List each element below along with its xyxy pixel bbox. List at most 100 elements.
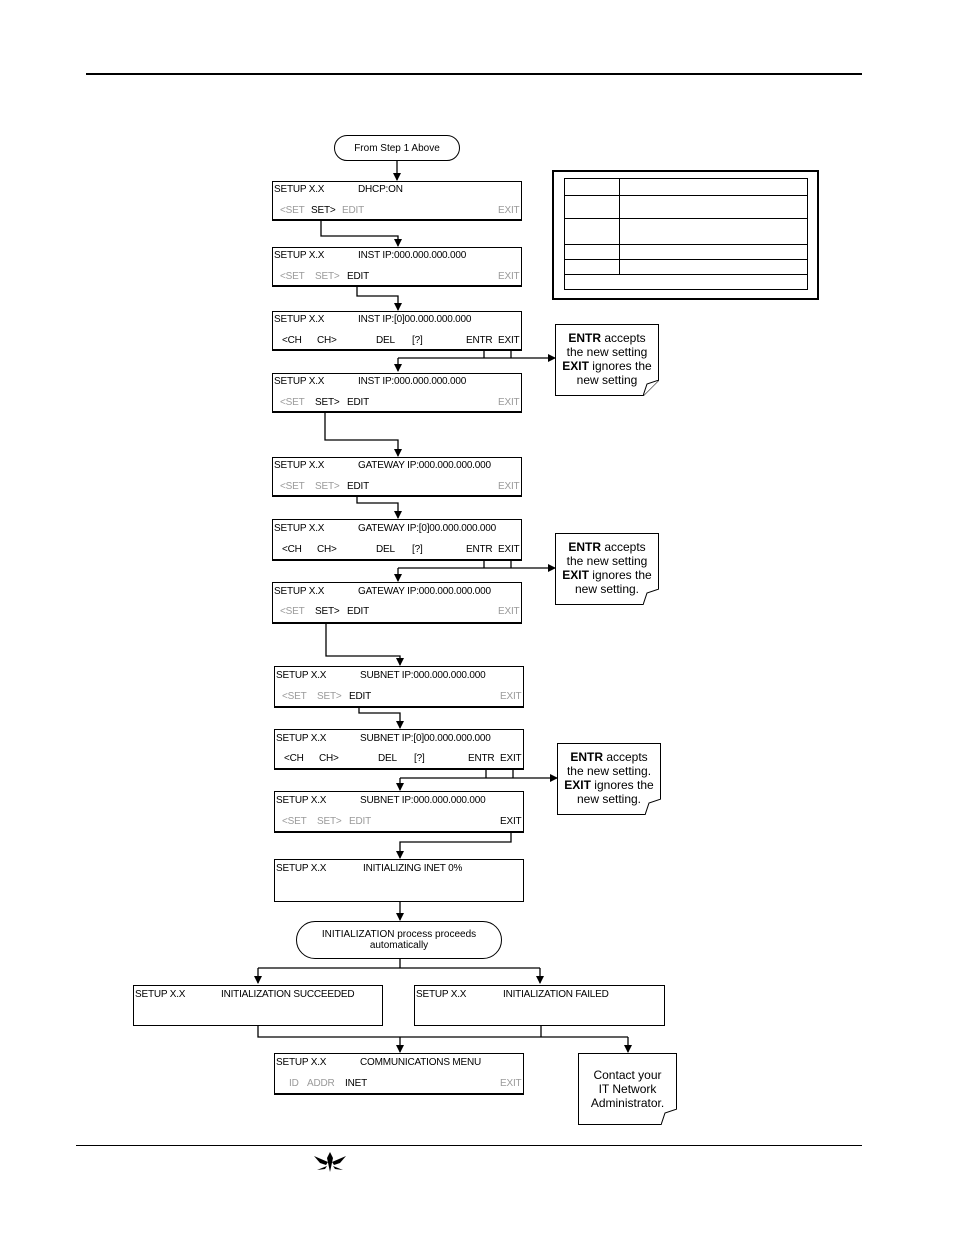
- screen-mode: SETUP X.X: [276, 795, 327, 806]
- key-entr[interactable]: ENTR: [468, 753, 495, 764]
- key-edit[interactable]: EDIT: [347, 606, 369, 617]
- key-set-next[interactable]: SET>: [317, 816, 342, 827]
- key-edit[interactable]: EDIT: [349, 691, 371, 702]
- note-text: new setting.: [574, 582, 640, 596]
- key-entr[interactable]: ENTR: [466, 544, 493, 555]
- process-terminal: INITIALIZATION process proceeds automati…: [296, 921, 502, 959]
- legend-row: [565, 179, 807, 196]
- key-id[interactable]: ID: [289, 1078, 299, 1089]
- key-exit[interactable]: EXIT: [498, 481, 520, 492]
- key-char-select[interactable]: [?]: [412, 335, 423, 346]
- key-legend-table: [564, 178, 808, 290]
- page-fold-icon: [645, 799, 661, 815]
- key-set-next[interactable]: SET>: [315, 481, 340, 492]
- key-inet[interactable]: INET: [345, 1078, 367, 1089]
- key-ch-next[interactable]: CH>: [319, 753, 339, 764]
- key-exit[interactable]: EXIT: [498, 335, 520, 346]
- key-set-prev[interactable]: <SET: [280, 397, 305, 408]
- key-exit[interactable]: EXIT: [500, 816, 522, 827]
- key-char-select[interactable]: [?]: [412, 544, 423, 555]
- key-set-prev[interactable]: <SET: [280, 481, 305, 492]
- screen-message: INITIALIZATION SUCCEEDED: [221, 989, 355, 1000]
- key-del[interactable]: DEL: [378, 753, 397, 764]
- key-edit[interactable]: EDIT: [347, 397, 369, 408]
- note-text: new setting: [576, 373, 638, 387]
- note-key-entr: ENTR: [570, 750, 603, 764]
- key-del[interactable]: DEL: [376, 544, 395, 555]
- note-text: ignores the: [588, 359, 652, 373]
- screen-mode: SETUP X.X: [274, 184, 325, 195]
- note-text: new setting.: [576, 792, 642, 806]
- screen-init-failed: SETUP X.X INITIALIZATION FAILED: [414, 985, 665, 1026]
- screen-mode: SETUP X.X: [274, 250, 325, 261]
- key-ch-next[interactable]: CH>: [317, 544, 337, 555]
- key-exit[interactable]: EXIT: [500, 691, 522, 702]
- note-entr-exit-inst: ENTR accepts the new setting EXIT ignore…: [555, 324, 659, 396]
- legend-row: [565, 245, 807, 260]
- note-contact-admin: Contact your IT Network Administrator.: [578, 1053, 677, 1125]
- process-label-line1: INITIALIZATION process proceeds: [321, 929, 477, 940]
- screen-mode: SETUP X.X: [276, 1057, 327, 1068]
- screen-mode: SETUP X.X: [274, 314, 325, 325]
- key-edit[interactable]: EDIT: [347, 271, 369, 282]
- key-set-prev[interactable]: <SET: [282, 691, 307, 702]
- note-text: ignores the: [588, 568, 652, 582]
- key-exit[interactable]: EXIT: [498, 271, 520, 282]
- key-char-select[interactable]: [?]: [414, 753, 425, 764]
- screen-inst-ip: SETUP X.X INST IP:000.000.000.000 <SET S…: [272, 247, 522, 287]
- screen-subnet-ip-saved: SETUP X.X SUBNET IP:000.000.000.000 <SET…: [274, 791, 524, 833]
- screen-subnet-ip: SETUP X.X SUBNET IP:000.000.000.000 <SET…: [274, 666, 524, 708]
- page-fold-icon: [643, 380, 659, 396]
- key-ch-next[interactable]: CH>: [317, 335, 337, 346]
- note-key-entr: ENTR: [568, 331, 601, 345]
- screen-inst-ip-edit: SETUP X.X INST IP:[0]00.000.000.000 <CH …: [272, 311, 522, 351]
- note-text: accepts: [602, 750, 648, 764]
- key-set-next[interactable]: SET>: [311, 205, 336, 216]
- note-text: accepts: [600, 331, 646, 345]
- note-key-exit: EXIT: [562, 359, 589, 373]
- key-exit[interactable]: EXIT: [500, 1078, 522, 1089]
- screen-message: GATEWAY IP:000.000.000.000: [358, 460, 491, 471]
- screen-message: SUBNET IP:000.000.000.000: [360, 795, 486, 806]
- key-exit[interactable]: EXIT: [498, 205, 520, 216]
- key-addr[interactable]: ADDR: [307, 1078, 335, 1089]
- key-exit[interactable]: EXIT: [498, 397, 520, 408]
- key-set-prev[interactable]: <SET: [282, 816, 307, 827]
- note-entr-exit-subnet: ENTR accepts the new setting. EXIT ignor…: [557, 743, 661, 815]
- page-fold-icon: [661, 1109, 677, 1125]
- key-del[interactable]: DEL: [376, 335, 395, 346]
- key-set-prev[interactable]: <SET: [280, 271, 305, 282]
- page-fold-icon: [643, 589, 659, 605]
- key-set-next[interactable]: SET>: [317, 691, 342, 702]
- screen-message: GATEWAY IP:[0]00.000.000.000: [358, 523, 497, 534]
- key-set-next[interactable]: SET>: [315, 606, 340, 617]
- key-edit[interactable]: EDIT: [347, 481, 369, 492]
- key-set-prev[interactable]: <SET: [280, 205, 305, 216]
- key-set-next[interactable]: SET>: [315, 271, 340, 282]
- screen-mode: SETUP X.X: [274, 460, 325, 471]
- screen-mode: SETUP X.X: [276, 670, 327, 681]
- key-set-prev[interactable]: <SET: [280, 606, 305, 617]
- screen-message: INST IP:000.000.000.000: [358, 376, 467, 387]
- legend-row: [565, 219, 807, 245]
- screen-message: INST IP:[0]00.000.000.000: [358, 314, 472, 325]
- teledyne-logo-icon: [314, 1152, 346, 1172]
- key-ch-prev[interactable]: <CH: [282, 544, 302, 555]
- key-exit[interactable]: EXIT: [498, 606, 520, 617]
- note-key-entr: ENTR: [568, 540, 601, 554]
- screen-mode: SETUP X.X: [416, 989, 467, 1000]
- key-edit[interactable]: EDIT: [342, 205, 364, 216]
- key-legend-box: [552, 170, 819, 300]
- header-rule: [86, 73, 862, 75]
- key-entr[interactable]: ENTR: [466, 335, 493, 346]
- screen-gateway-ip: SETUP X.X GATEWAY IP:000.000.000.000 <SE…: [272, 457, 522, 497]
- key-edit[interactable]: EDIT: [349, 816, 371, 827]
- key-exit[interactable]: EXIT: [498, 544, 520, 555]
- key-set-next[interactable]: SET>: [315, 397, 340, 408]
- key-exit[interactable]: EXIT: [500, 753, 522, 764]
- screen-message: INST IP:000.000.000.000: [358, 250, 467, 261]
- key-ch-prev[interactable]: <CH: [284, 753, 304, 764]
- screen-mode: SETUP X.X: [274, 586, 325, 597]
- key-ch-prev[interactable]: <CH: [282, 335, 302, 346]
